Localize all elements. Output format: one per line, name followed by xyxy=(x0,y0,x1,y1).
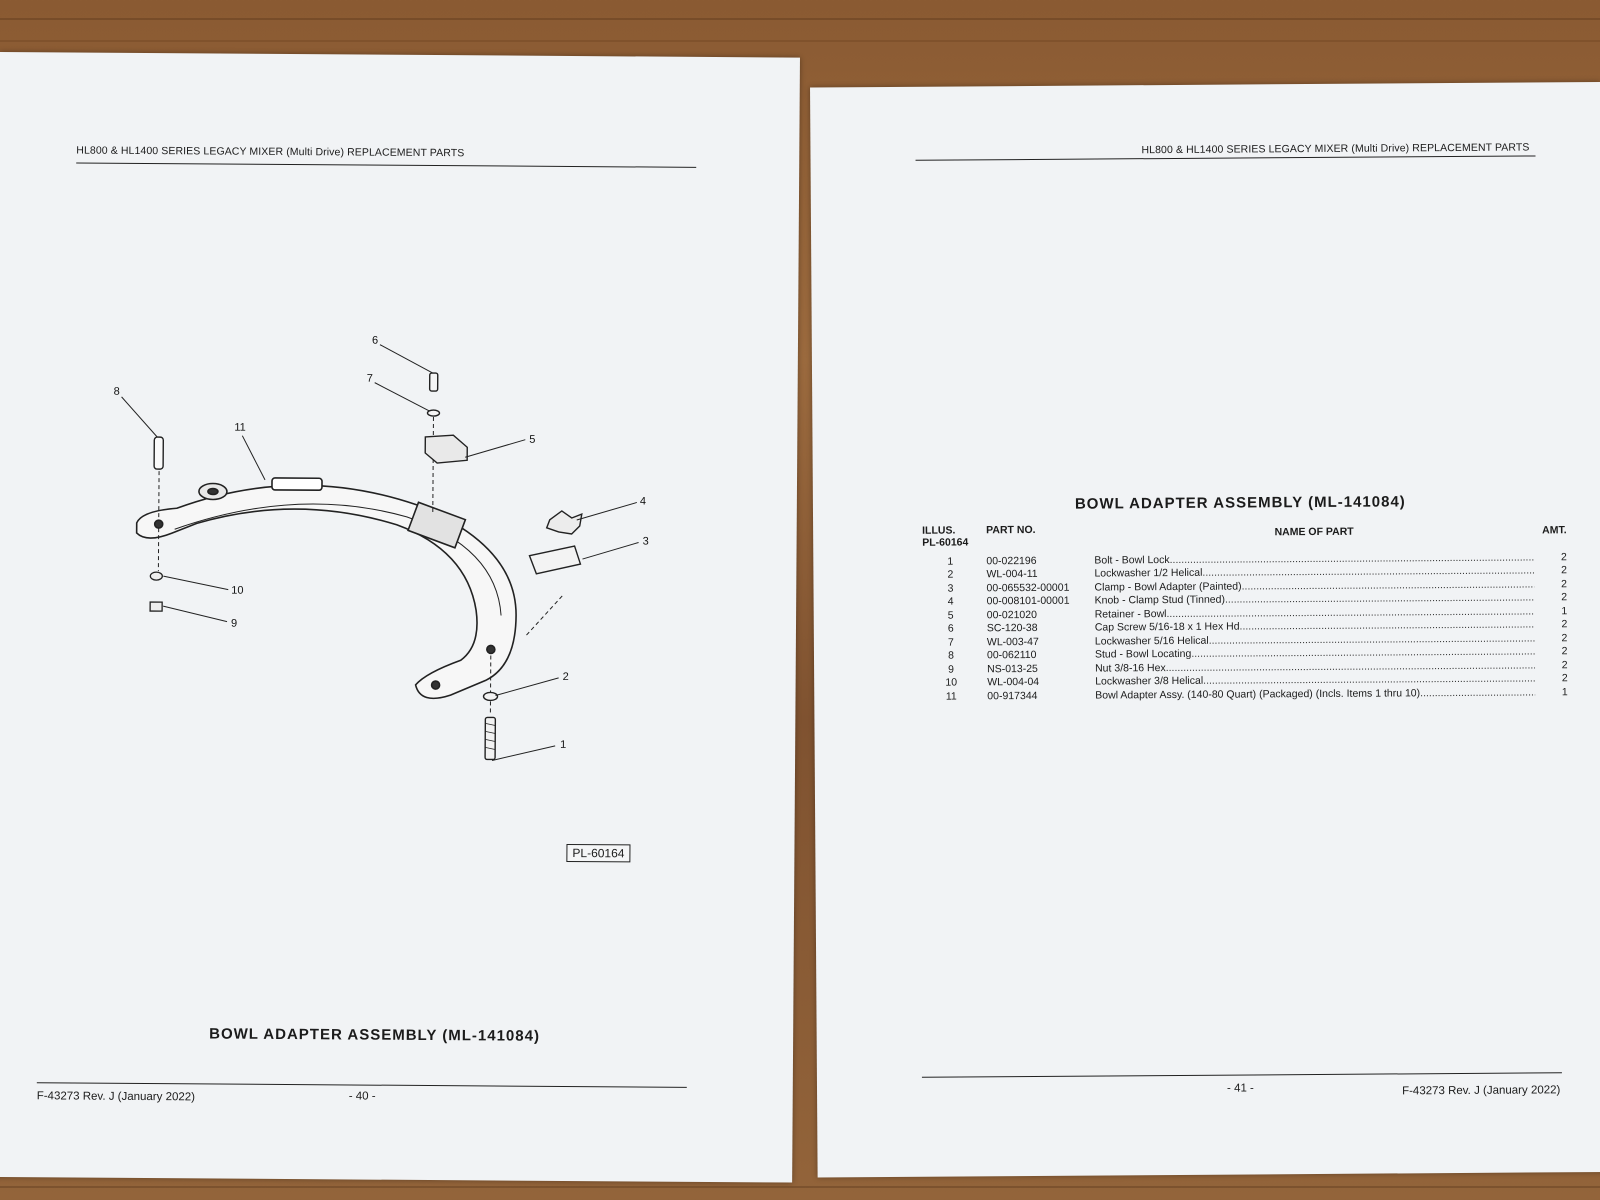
left-page: HL800 & HL1400 SERIES LEGACY MIXER (Mult… xyxy=(0,52,800,1183)
part-number: WL-004-04 xyxy=(987,676,1040,689)
part-name-cell: Bowl Adapter Assy. (140-80 Quart) (Packa… xyxy=(1091,685,1539,702)
col-amt: AMT. xyxy=(1542,524,1567,537)
callout-10: 10 xyxy=(231,585,243,597)
diagram-caption: BOWL ADAPTER ASSEMBLY (ML-141084) xyxy=(209,1025,541,1045)
callout-3: 3 xyxy=(643,535,649,547)
dot-leader xyxy=(1170,551,1535,566)
illus-number: 6 xyxy=(947,622,954,635)
part-amount: 2 xyxy=(1561,645,1568,658)
footer-page-number: - 40 - xyxy=(348,1090,376,1103)
part-number: 00-008101-00001 xyxy=(986,594,1070,608)
dot-leader xyxy=(1191,646,1535,660)
part-number: 00-065532-00001 xyxy=(986,581,1070,595)
part-amount: 2 xyxy=(1561,618,1568,631)
part-amount: 2 xyxy=(1561,631,1568,645)
callout-labels: 1 2 3 4 5 6 7 8 9 10 11 xyxy=(114,335,649,751)
callout-9: 9 xyxy=(231,618,237,630)
illus-number: 1 xyxy=(947,555,954,568)
illus-number: 10 xyxy=(945,676,958,689)
footer-revision: F-43273 Rev. J (January 2022) xyxy=(36,1090,196,1104)
illus-number: 9 xyxy=(948,663,955,676)
col-part-no: PART NO. xyxy=(986,523,1036,537)
part-amount: 2 xyxy=(1561,591,1568,604)
washer-and-nut xyxy=(149,528,163,612)
illus-number: 3 xyxy=(947,582,954,595)
parts-table: ILLUS. PL-60164 PART NO. NAME OF PART AM… xyxy=(918,520,1572,703)
illus-number: 11 xyxy=(945,690,957,703)
illus-number: 8 xyxy=(948,649,954,662)
col-illus: ILLUS. PL-60164 xyxy=(922,524,969,549)
part-amount: 2 xyxy=(1561,672,1568,685)
part-name: Retainer - Bowl xyxy=(1094,607,1167,621)
part-name: Bowl Adapter Assy. (140-80 Quart) (Packa… xyxy=(1095,687,1421,702)
dot-leader xyxy=(1166,605,1534,620)
part-amount: 2 xyxy=(1561,564,1567,577)
col-name: NAME OF PART xyxy=(1274,525,1354,539)
footer-rule xyxy=(36,1082,687,1088)
dot-leader xyxy=(1203,673,1535,687)
retainer-parts xyxy=(424,372,468,516)
header-rule xyxy=(915,155,1536,161)
callout-2: 2 xyxy=(563,671,569,683)
dot-leader xyxy=(1225,592,1535,606)
part-name: Stud - Bowl Locating xyxy=(1094,648,1192,661)
exploded-parts-diagram: 1 2 3 4 5 6 7 8 9 10 11 xyxy=(114,335,649,761)
page-header: HL800 & HL1400 SERIES LEGACY MIXER (Mult… xyxy=(1141,141,1530,157)
part-number: WL-003-47 xyxy=(986,635,1039,649)
part-name: Nut 3/8-16 Hex xyxy=(1095,661,1166,675)
part-number: NS-013-25 xyxy=(987,662,1038,676)
callout-1: 1 xyxy=(560,739,566,751)
part-name: Lockwasher 3/8 Helical xyxy=(1095,675,1204,688)
part-amount: 2 xyxy=(1560,550,1567,564)
callout-6: 6 xyxy=(372,335,378,347)
illus-number: 4 xyxy=(947,595,954,608)
part-name: Clamp - Bowl Adapter (Painted) xyxy=(1094,580,1242,594)
dot-leader xyxy=(1420,686,1535,699)
callout-4: 4 xyxy=(640,495,646,507)
dot-leader xyxy=(1209,632,1535,646)
part-amount: 2 xyxy=(1561,577,1568,591)
knob-and-clamp xyxy=(525,510,583,637)
plate-label: PL-60164 xyxy=(566,843,631,863)
footer-revision: F-43273 Rev. J (January 2022) xyxy=(1402,1084,1561,1098)
parts-list-title: BOWL ADAPTER ASSEMBLY (ML-141084) xyxy=(1074,493,1406,513)
illus-number: 2 xyxy=(947,568,954,581)
part-name: Bolt - Bowl Lock xyxy=(1094,553,1170,567)
callout-5: 5 xyxy=(529,434,535,446)
part-number: 00-917344 xyxy=(987,689,1038,703)
part-number: 00-021020 xyxy=(986,608,1037,622)
part-name: Knob - Clamp Stud (Tinned) xyxy=(1094,593,1225,607)
right-page: HL800 & HL1400 SERIES LEGACY MIXER (Mult… xyxy=(810,82,1600,1178)
part-number: WL-004-11 xyxy=(986,568,1038,581)
locating-stud xyxy=(153,436,164,519)
leader-lines xyxy=(121,344,639,761)
illus-number: 5 xyxy=(947,609,954,622)
part-amount: 1 xyxy=(1561,685,1568,699)
part-name: Lockwasher 5/16 Helical xyxy=(1094,634,1209,648)
illus-number: 7 xyxy=(947,636,954,649)
callout-7: 7 xyxy=(367,373,373,385)
footer-rule xyxy=(921,1072,1562,1078)
dot-leader xyxy=(1202,565,1534,579)
callout-11: 11 xyxy=(234,422,246,434)
part-number: 00-062110 xyxy=(986,649,1037,662)
footer-page-number: - 41 - xyxy=(1226,1082,1254,1095)
part-amount: 2 xyxy=(1561,658,1568,672)
part-number: SC-120-38 xyxy=(986,622,1038,635)
dot-leader xyxy=(1242,578,1535,592)
bowl-adapter-ring xyxy=(135,477,517,700)
callout-8: 8 xyxy=(114,386,120,398)
part-name: Lockwasher 1/2 Helical xyxy=(1094,567,1203,580)
part-amount: 1 xyxy=(1561,604,1568,618)
part-name: Cap Screw 5/16-18 x 1 Hex Hd xyxy=(1094,620,1240,634)
dot-leader xyxy=(1166,659,1535,674)
part-number: 00-022196 xyxy=(986,554,1037,568)
bolt-and-washer xyxy=(482,655,499,761)
dot-leader xyxy=(1239,619,1534,633)
